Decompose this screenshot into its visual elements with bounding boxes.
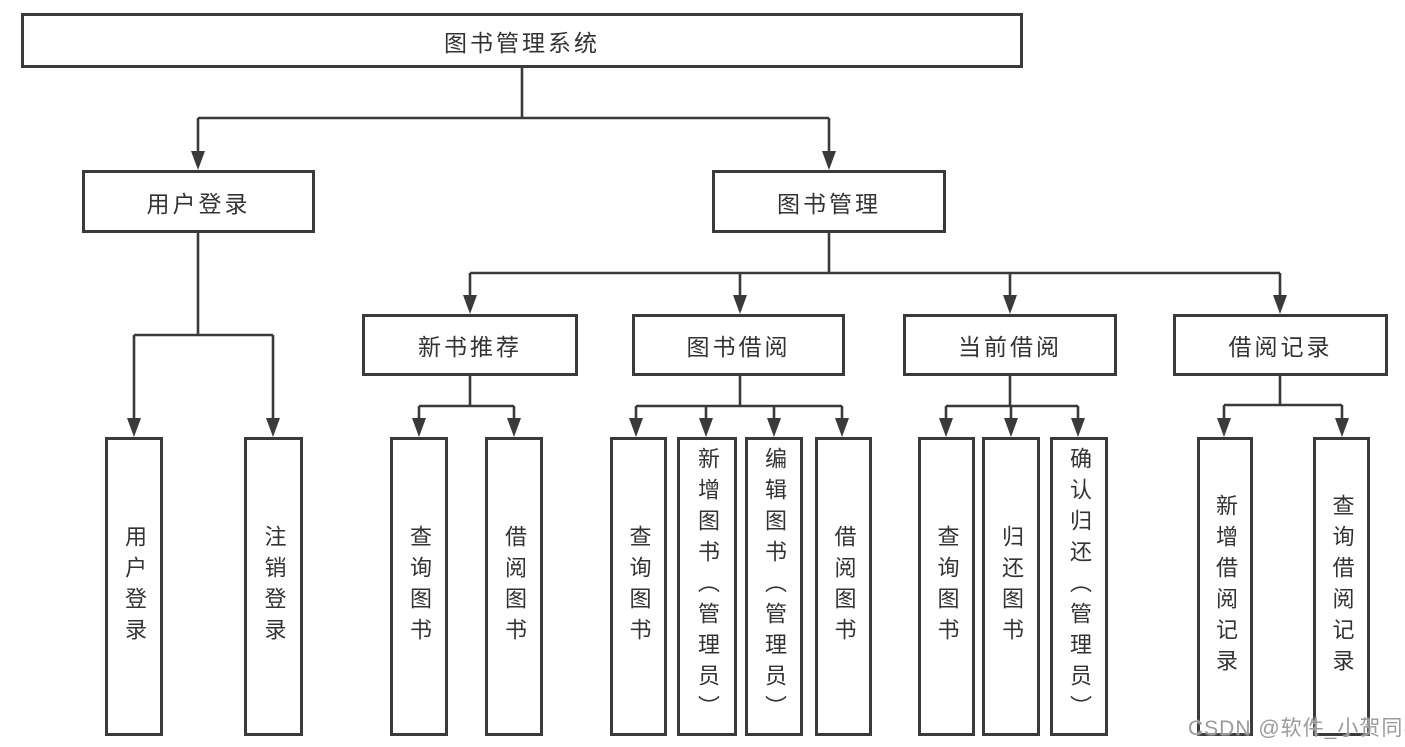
node-root: 图书管理系统 bbox=[21, 13, 1023, 68]
leaf-records-add-record: 新增借阅记录 bbox=[1197, 437, 1253, 736]
node-book-borrowing: 图书借阅 bbox=[632, 314, 845, 376]
node-current-borrowing: 当前借阅 bbox=[903, 314, 1117, 376]
leaf-user-login-label: 用户登录 bbox=[122, 524, 147, 649]
node-new-book-recommend: 新书推荐 bbox=[362, 314, 578, 376]
leaf-current-query-books-label: 查询图书 bbox=[934, 524, 960, 649]
node-current-borrowing-label: 当前借阅 bbox=[958, 334, 1062, 360]
leaf-borrowing-query-books: 查询图书 bbox=[610, 437, 667, 736]
node-root-label: 图书管理系统 bbox=[444, 29, 600, 56]
leaf-records-query-record: 查询借阅记录 bbox=[1313, 437, 1370, 736]
node-new-book-recommend-label: 新书推荐 bbox=[418, 334, 522, 360]
leaf-newrec-borrow-books-label: 借阅图书 bbox=[502, 524, 527, 649]
leaf-borrowing-edit-books-label: 编辑图书（管理员） bbox=[762, 447, 787, 726]
leaf-newrec-borrow-books: 借阅图书 bbox=[485, 437, 543, 736]
watermark: CSDN @软件_小贺同学 bbox=[1188, 717, 1405, 740]
leaf-borrowing-query-books-label: 查询图书 bbox=[626, 524, 652, 649]
leaf-logout-label: 注销登录 bbox=[261, 524, 287, 649]
leaf-borrowing-edit-books: 编辑图书（管理员） bbox=[745, 437, 803, 736]
node-user-login: 用户登录 bbox=[82, 170, 315, 233]
node-book-management-label: 图书管理 bbox=[777, 190, 881, 217]
leaf-borrowing-borrow-books: 借阅图书 bbox=[815, 437, 872, 736]
leaf-newrec-query-books-label: 查询图书 bbox=[407, 524, 432, 649]
leaf-logout: 注销登录 bbox=[244, 437, 303, 736]
leaf-current-return-books-label: 归还图书 bbox=[999, 524, 1024, 649]
node-user-login-label: 用户登录 bbox=[146, 190, 251, 217]
node-book-borrowing-label: 图书借阅 bbox=[686, 334, 791, 360]
node-borrowing-records: 借阅记录 bbox=[1173, 314, 1388, 376]
leaf-borrowing-add-books-label: 新增图书（管理员） bbox=[695, 447, 720, 726]
leaf-current-confirm-return: 确认归还（管理员） bbox=[1050, 437, 1108, 736]
node-book-management: 图书管理 bbox=[712, 170, 946, 233]
leaf-borrowing-borrow-books-label: 借阅图书 bbox=[831, 524, 857, 649]
node-borrowing-records-label: 借阅记录 bbox=[1228, 334, 1333, 360]
leaf-newrec-query-books: 查询图书 bbox=[390, 437, 448, 736]
leaf-current-return-books: 归还图书 bbox=[982, 437, 1040, 736]
leaf-current-confirm-return-label: 确认归还（管理员） bbox=[1067, 447, 1092, 726]
leaf-records-query-record-label: 查询借阅记录 bbox=[1329, 493, 1355, 680]
leaf-records-add-record-label: 新增借阅记录 bbox=[1213, 493, 1238, 680]
leaf-borrowing-add-books: 新增图书（管理员） bbox=[677, 437, 737, 736]
leaf-current-query-books: 查询图书 bbox=[918, 437, 975, 736]
leaf-user-login: 用户登录 bbox=[105, 437, 163, 736]
